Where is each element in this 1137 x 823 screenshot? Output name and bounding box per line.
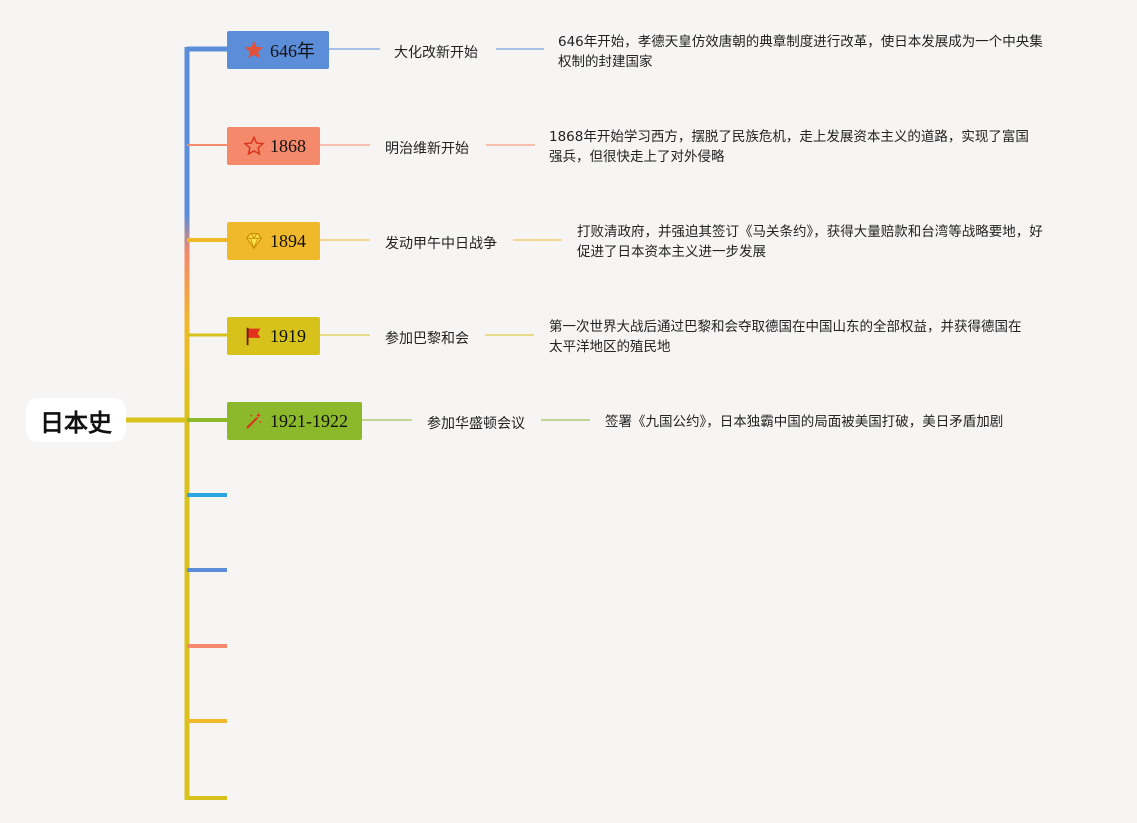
year-node-646[interactable]: 646年 <box>227 31 329 69</box>
year-label: 1894 <box>270 230 306 251</box>
description-line: 签署《九国公约》，日本独霸中国的局面被美国打破，美日矛盾加剧 <box>605 414 1004 430</box>
year-label: 1921-1922 <box>270 410 348 431</box>
description-line: 太平洋地区的殖民地 <box>549 339 671 355</box>
year-node-1921-1922[interactable]: 1921-1922 <box>227 402 362 440</box>
star-outline-icon <box>243 135 265 157</box>
description-paris-peace-conference[interactable]: 第一次世界大战后通过巴黎和会夺取德国在中国山东的全部权益，并获得德国在 太平洋地… <box>549 317 1069 357</box>
flag-icon <box>243 325 265 347</box>
year-node-1919[interactable]: 1919 <box>227 317 320 355</box>
description-sino-japanese-war[interactable]: 打败清政府，并强迫其签订《马关条约》，获得大量赔款和台湾等战略要地，好 促进了日… <box>577 222 1097 262</box>
event-label-taika-reform[interactable]: 大化改新开始 <box>394 45 478 61</box>
year-label: 1919 <box>270 325 306 346</box>
year-node-1894[interactable]: 1894 <box>227 222 320 260</box>
star-filled-icon <box>243 39 265 61</box>
event-label-sino-japanese-war[interactable]: 发动甲午中日战争 <box>385 236 497 252</box>
description-line: 646年开始，孝德天皇仿效唐朝的典章制度进行改革，使日本发展成为一个中央集 <box>558 34 1043 50</box>
description-taika-reform[interactable]: 646年开始，孝德天皇仿效唐朝的典章制度进行改革，使日本发展成为一个中央集 权制… <box>558 32 1078 72</box>
root-topic-label: 日本史 <box>40 408 112 437</box>
event-label-paris-peace-conference[interactable]: 参加巴黎和会 <box>385 331 469 347</box>
description-line: 强兵，但很快走上了对外侵略 <box>549 149 725 165</box>
description-line: 1868年开始学习西方，摆脱了民族危机，走上发展资本主义的道路，实现了富国 <box>549 129 1029 145</box>
event-label-meiji-restoration[interactable]: 明治维新开始 <box>385 141 469 157</box>
description-washington-conference[interactable]: 签署《九国公约》，日本独霸中国的局面被美国打破，美日矛盾加剧 <box>605 412 1105 432</box>
description-meiji-restoration[interactable]: 1868年开始学习西方，摆脱了民族危机，走上发展资本主义的道路，实现了富国 强兵… <box>549 127 1069 167</box>
description-line: 促进了日本资本主义进一步发展 <box>577 244 766 260</box>
year-label: 1868 <box>270 135 306 156</box>
root-topic[interactable]: 日本史 <box>26 398 126 442</box>
diamond-icon <box>243 230 265 252</box>
description-line: 打败清政府，并强迫其签订《马关条约》，获得大量赔款和台湾等战略要地，好 <box>577 224 1043 240</box>
year-node-1868[interactable]: 1868 <box>227 127 320 165</box>
wand-icon <box>243 410 265 432</box>
year-label: 646年 <box>270 41 315 61</box>
description-line: 第一次世界大战后通过巴黎和会夺取德国在中国山东的全部权益，并获得德国在 <box>549 319 1022 335</box>
event-label-washington-conference[interactable]: 参加华盛顿会议 <box>427 416 525 432</box>
trunk-upper <box>184 47 190 420</box>
description-line: 权制的封建国家 <box>558 54 653 70</box>
